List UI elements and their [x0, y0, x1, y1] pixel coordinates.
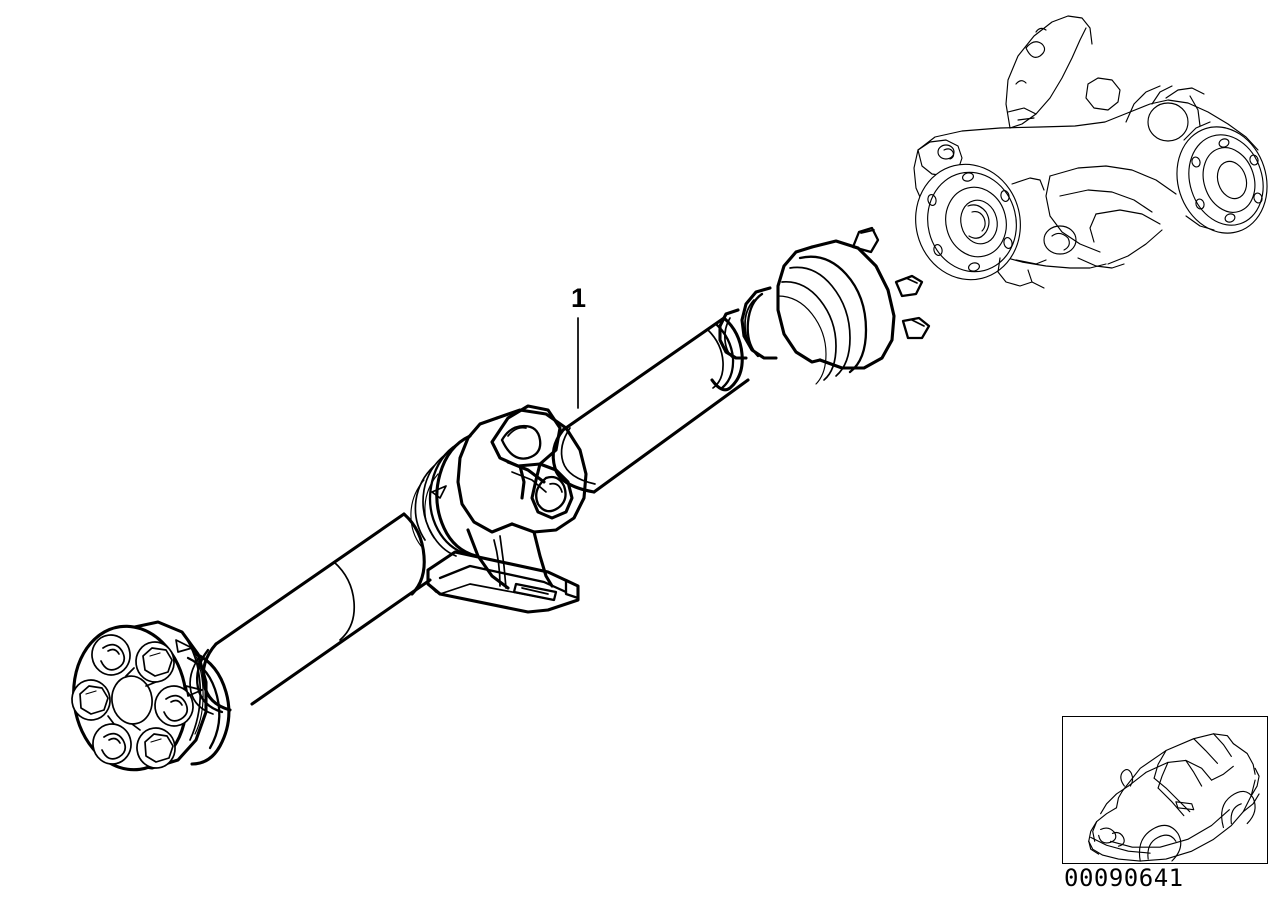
front-shaft-tube	[189, 512, 432, 715]
vehicle-thumbnail-box	[1062, 716, 1268, 864]
rear-differential-housing	[913, 15, 1268, 289]
cv-joint-bolt-stud	[851, 226, 931, 340]
vehicle-silhouette-icon	[1088, 733, 1260, 862]
center-bearing-support-bracket	[426, 528, 580, 614]
flex-disc-bolt-boss	[71, 634, 194, 769]
center-universal-joint	[410, 404, 588, 558]
flex-disc-coupling	[71, 620, 231, 772]
callout-label-1[interactable]: 1	[571, 283, 587, 313]
diagram-identifier: 00090641	[1064, 864, 1184, 892]
rear-constant-velocity-joint	[718, 226, 931, 385]
